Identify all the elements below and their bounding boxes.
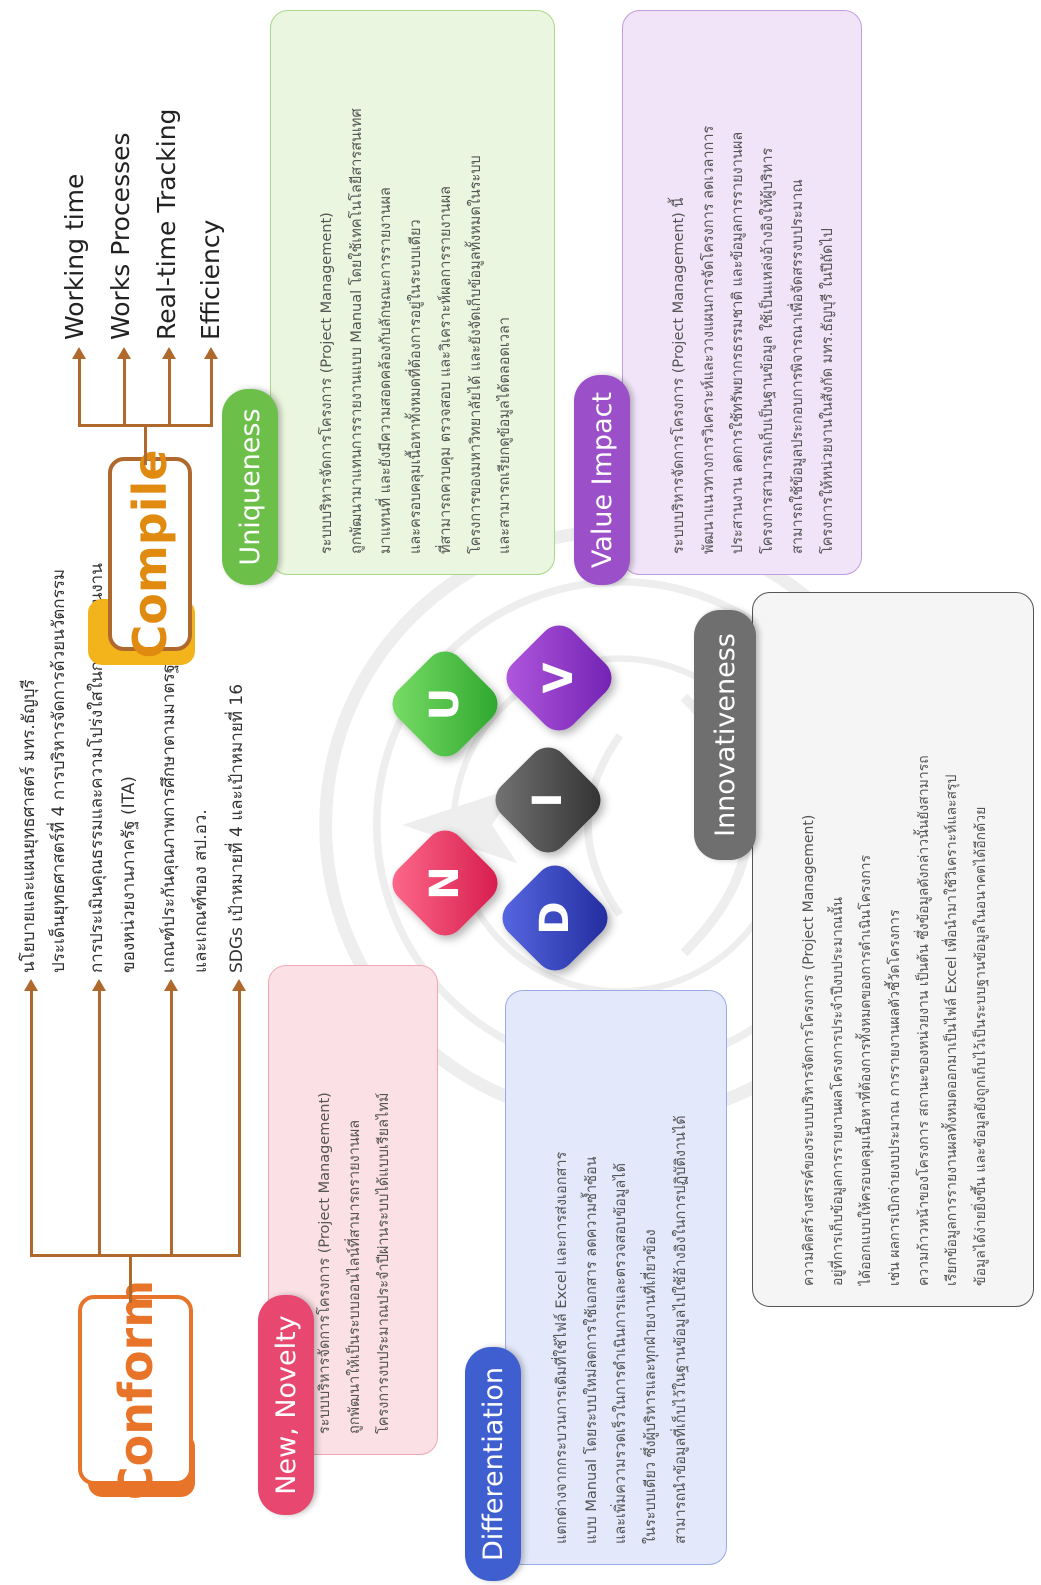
compile-item: Real-time Tracking [152, 108, 181, 340]
differentiation-pill: Differentiation [465, 1347, 521, 1581]
innovativeness-text: ความคิดสร้างสรรค์ของระบบบริหารจัดการโครง… [795, 611, 996, 1286]
differentiation-line: แบบ Manual โดยระบบใหม่ลดการใช้เอกสาร ลดค… [583, 1156, 600, 1544]
innovativeness-line: เรียกข้อมูลการรายงานผลทั้งหมดออกมาเป็นไฟ… [944, 774, 961, 1286]
conform-item: ประเด็นยุทธศาสตร์ที่ 4 การบริหารจัดการด้… [49, 568, 69, 973]
innovativeness-line: ข้อมูลได้ง่ายยิ่งขึ้น และข้อมูลยังถูกเก็… [973, 806, 990, 1286]
novelty-pill: New, Novelty [258, 1295, 314, 1515]
compile-stem [144, 425, 147, 465]
innovativeness-pill: Innovativeness [694, 610, 756, 860]
differentiation-box: แตกต่างจากกระบวนการเดิมที่ใช้ไฟล์ Excel … [505, 990, 727, 1565]
value-impact-line: พัฒนาแนวทางการวิเคราะห์และวางแผนการจัดโค… [700, 125, 717, 554]
compile-item: Works Processes [106, 132, 135, 340]
conform-branch-2 [98, 989, 101, 1257]
compile-branch-4 [210, 357, 213, 427]
compile-box: Compile [108, 450, 192, 658]
arrow-head-icon [232, 979, 246, 991]
value-impact-line: โครงการสามารถเก็บเป็นฐานข้อมูล ใช้เป็นแห… [760, 147, 777, 554]
compile-branch-2 [123, 357, 126, 427]
novelty-line: ถูกพัฒนาให้เป็นระบบออนไลน์ที่สามารถรายงา… [346, 1119, 363, 1434]
uniqueness-text: ระบบบริหารจัดการโครงการ (Project Managem… [313, 29, 521, 554]
conform-title: Conform [108, 1279, 163, 1501]
arrow-head-icon [164, 979, 178, 991]
conform-branch-1 [30, 989, 33, 1257]
arrow-head-icon [92, 979, 106, 991]
innovativeness-label: Innovativeness [709, 633, 741, 837]
arrow-head-icon [72, 347, 86, 359]
uniqueness-pill: Uniqueness [222, 389, 278, 585]
uniqueness-line: ที่สามารถควบคุม ตรวจสอบ และวิเคราะห์ผลกา… [437, 185, 454, 554]
tile-i-letter: I [525, 792, 571, 808]
value-impact-text: ระบบบริหารจัดการโครงการ (Project Managem… [665, 29, 843, 554]
innovativeness-line: ความคิดสร้างสรรค์ของระบบบริหารจัดการโครง… [801, 814, 817, 1286]
differentiation-line: ในระบบเดียว ซึ่งผู้บริหารและทุกฝ่ายงานที… [643, 1229, 660, 1544]
innovativeness-line: อยู่ที่การเก็บข้อมูลการรายงานผลโครงการปร… [829, 897, 846, 1286]
compile-branch-1 [78, 357, 81, 427]
uniqueness-line: โครงการของมหาวิทยาลัยได้ และยังจัดเก็บข้… [467, 155, 484, 554]
tile-n-letter: N [422, 866, 468, 900]
value-impact-label: Value Impact [586, 391, 618, 569]
compile-item: Efficiency [196, 219, 225, 340]
uniqueness-box: ระบบบริหารจัดการโครงการ (Project Managem… [270, 10, 555, 575]
conform-item: ของหน่วยงานภาครัฐ (ITA) [119, 776, 139, 973]
uniqueness-line: มาแทนที่ และยังมีความสอดคล้องกับลักษณะกา… [378, 187, 395, 554]
arrow-head-icon [117, 347, 131, 359]
novelty-text: ระบบบริหารจัดการโครงการ (Project Managem… [311, 984, 400, 1434]
conform-spine [30, 1254, 240, 1257]
arrow-head-icon [162, 347, 176, 359]
compile-spine [78, 424, 213, 427]
differentiation-line: และเพิ่มความรวดเร็วในการดำเนินการและตรวจ… [613, 1162, 630, 1544]
innovativeness-box: ความคิดสร้างสรรค์ของระบบบริหารจัดการโครง… [752, 592, 1034, 1307]
innovativeness-line: เช่น ผลการเบิกจ่ายงบประมาณ การรายงานผลตั… [887, 909, 904, 1286]
differentiation-line: สามารถนำข้อมูลที่เก็บไว้ในฐานข้อมูลไปใช้… [672, 1115, 689, 1544]
uniqueness-line: ถูกพัฒนามาแทนการรายงานแบบ Manual โดยใช้เ… [348, 108, 365, 554]
conform-item: นโยบายและแผนยุทธศาสตร์ มทร.ธัญบุรี [19, 679, 39, 973]
conform-item: SDGs เป้าหมายที่ 4 และเป้าหมายที่ 16 [227, 683, 247, 973]
conform-branch-4 [238, 989, 241, 1257]
tile-v-letter: V [536, 662, 582, 694]
conform-branch-3 [170, 989, 173, 1257]
novelty-line: โครงการงบประมาณประจำปีผ่านระบบได้แบบเรีย… [376, 1092, 393, 1434]
innovativeness-line: ความก้าวหน้าของโครงการ สถานะของหน่วยงาน … [915, 755, 932, 1286]
conform-item: และเกณฑ์ของ สป.อว. [191, 809, 211, 973]
differentiation-label: Differentiation [477, 1366, 509, 1562]
value-impact-line: โครงการให้หน่วยงานในสังกัด มทร.ธัญบุรี ใ… [819, 228, 836, 554]
value-impact-line: ระบบบริหารจัดการโครงการ (Project Managem… [671, 197, 687, 554]
value-impact-line: ประสานงาน ลดการใช้ทรัพยากรธรรมชาติ และข้… [730, 131, 747, 554]
uniqueness-label: Uniqueness [234, 408, 266, 566]
differentiation-text: แตกต่างจากกระบวนการเดิมที่ใช้ไฟล์ Excel … [548, 1009, 697, 1544]
novelty-line: ระบบบริหารจัดการโครงการ (Project Managem… [317, 1092, 333, 1434]
arrow-head-icon [24, 979, 38, 991]
innovativeness-line: ได้ออกแบบให้ครอบคลุมเนื้อหาที่ต้องการทั้… [858, 854, 875, 1286]
value-impact-box: ระบบบริหารจัดการโครงการ (Project Managem… [622, 10, 862, 575]
conform-box: Conform [78, 1280, 193, 1500]
uniqueness-line: และครอบคลุมเนื้อหาทั้งหมดที่ต้องการอยู่ใ… [408, 219, 425, 554]
tile-u-letter: U [422, 687, 468, 721]
conform-stem [129, 1255, 132, 1303]
uniqueness-line: และสามารถเรียกดูข้อมูลได้ตลอดเวลา [497, 316, 514, 554]
differentiation-line: แตกต่างจากกระบวนการเดิมที่ใช้ไฟล์ Excel … [554, 1151, 570, 1544]
novelty-label: New, Novelty [270, 1315, 302, 1495]
compile-branch-3 [168, 357, 171, 427]
uniqueness-line: ระบบบริหารจัดการโครงการ (Project Managem… [319, 212, 335, 554]
tile-d-letter: D [532, 901, 578, 935]
compile-title: Compile [123, 449, 177, 659]
value-impact-pill: Value Impact [574, 375, 630, 585]
arrow-head-icon [204, 347, 218, 359]
value-impact-line: สามารถใช้ข้อมูลประกอบการพิจารณาเพื่อจัดส… [789, 179, 806, 554]
compile-item: Working time [60, 173, 89, 340]
